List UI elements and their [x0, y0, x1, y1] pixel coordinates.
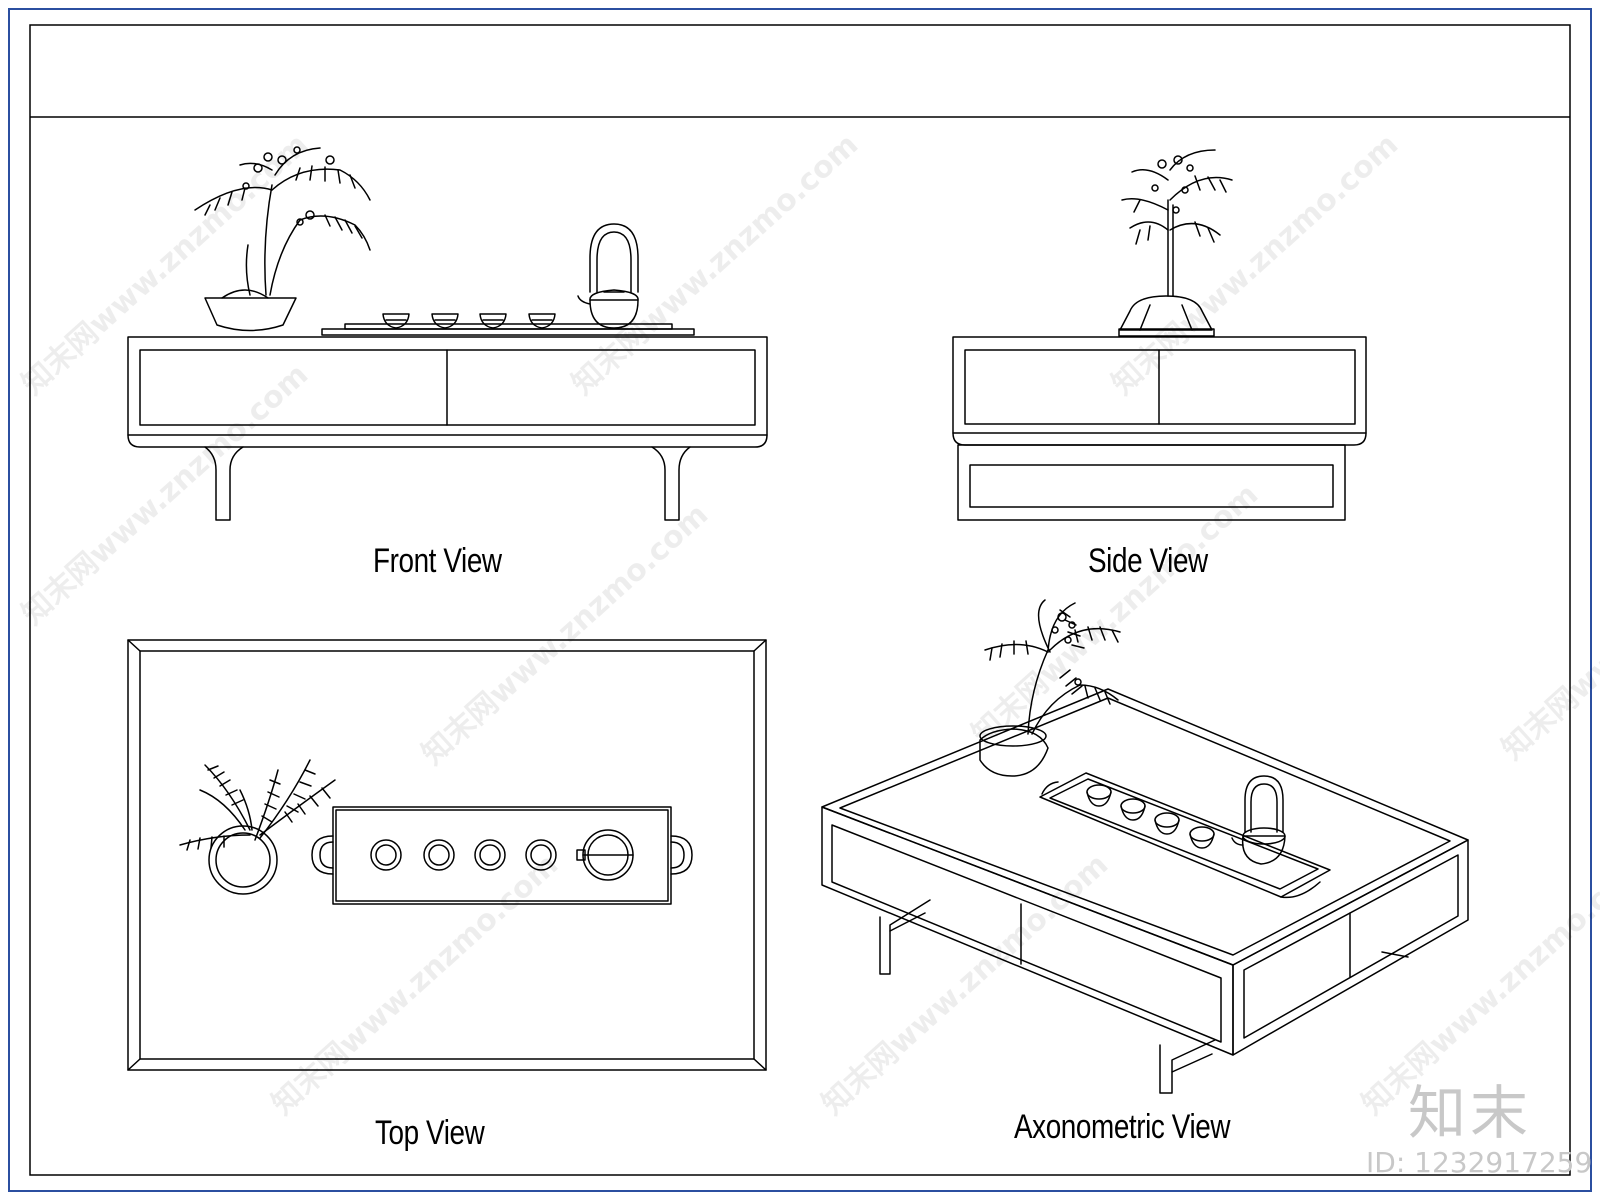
front-view-label: Front View [373, 542, 502, 580]
axonometric-view-drawing [821, 599, 1469, 1094]
outer-frame [8, 8, 1592, 1192]
top-view-drawing [127, 639, 767, 1071]
image-id-label: ID: 1232917259 [1366, 1146, 1593, 1179]
axonometric-view-label: Axonometric View [1014, 1108, 1231, 1146]
drawing-border [29, 24, 1571, 1176]
side-view-label: Side View [1088, 542, 1208, 580]
top-view-label: Top View [375, 1114, 485, 1152]
side-view-drawing [952, 149, 1367, 521]
brand-logo: 知末 [1408, 1079, 1533, 1147]
front-view-drawing [127, 146, 768, 521]
